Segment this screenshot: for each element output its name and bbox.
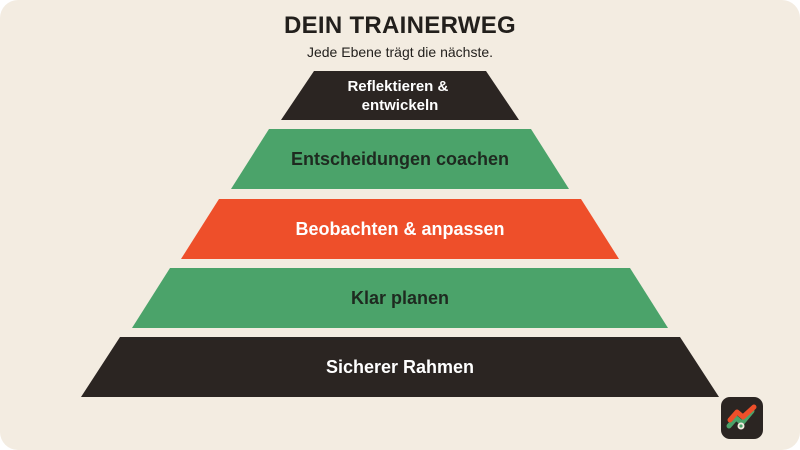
trend-chart-logo-icon (721, 397, 763, 439)
pyramid-level-label-line: Reflektieren & (347, 78, 448, 95)
pyramid-level-shape (81, 337, 719, 397)
diagram-title: DEIN TRAINERWEG (283, 12, 517, 39)
pyramid-level-label: Reflektieren & entwickeln (347, 78, 452, 114)
pyramid-level-label: Klar planen (351, 288, 449, 308)
pyramid-level-beobachten: Beobachten & anpassen (181, 199, 619, 259)
pyramid-level-label-line: Sicherer Rahmen (326, 357, 474, 377)
pyramid-level-shape (281, 71, 519, 120)
pyramid-level-label-line: Klar planen (351, 288, 449, 308)
pyramid-level-reflektieren: Reflektieren & entwickeln (281, 71, 519, 120)
pyramid-level-label: Sicherer Rahmen (326, 357, 474, 377)
pyramid-level-shape (231, 129, 569, 189)
pyramid-level-entscheidungen: Entscheidungen coachen (231, 129, 569, 189)
diagram-subtitle: Jede Ebene trägt die nächste. (306, 44, 494, 60)
pyramid-level-label: Entscheidungen coachen (291, 149, 509, 169)
pyramid-level-label-line: Entscheidungen coachen (291, 149, 509, 169)
pyramid-level-klar-planen: Klar planen (132, 268, 668, 328)
pyramid-level-label-line: Beobachten & anpassen (295, 219, 504, 239)
pyramid-level-shape (132, 268, 668, 328)
pyramid-level-label-line: entwickeln (362, 97, 439, 114)
pyramid-level-shape (181, 199, 619, 259)
pyramid-level-label: Beobachten & anpassen (295, 219, 504, 239)
pyramid-level-sicherer-rahmen: Sicherer Rahmen (81, 337, 719, 397)
